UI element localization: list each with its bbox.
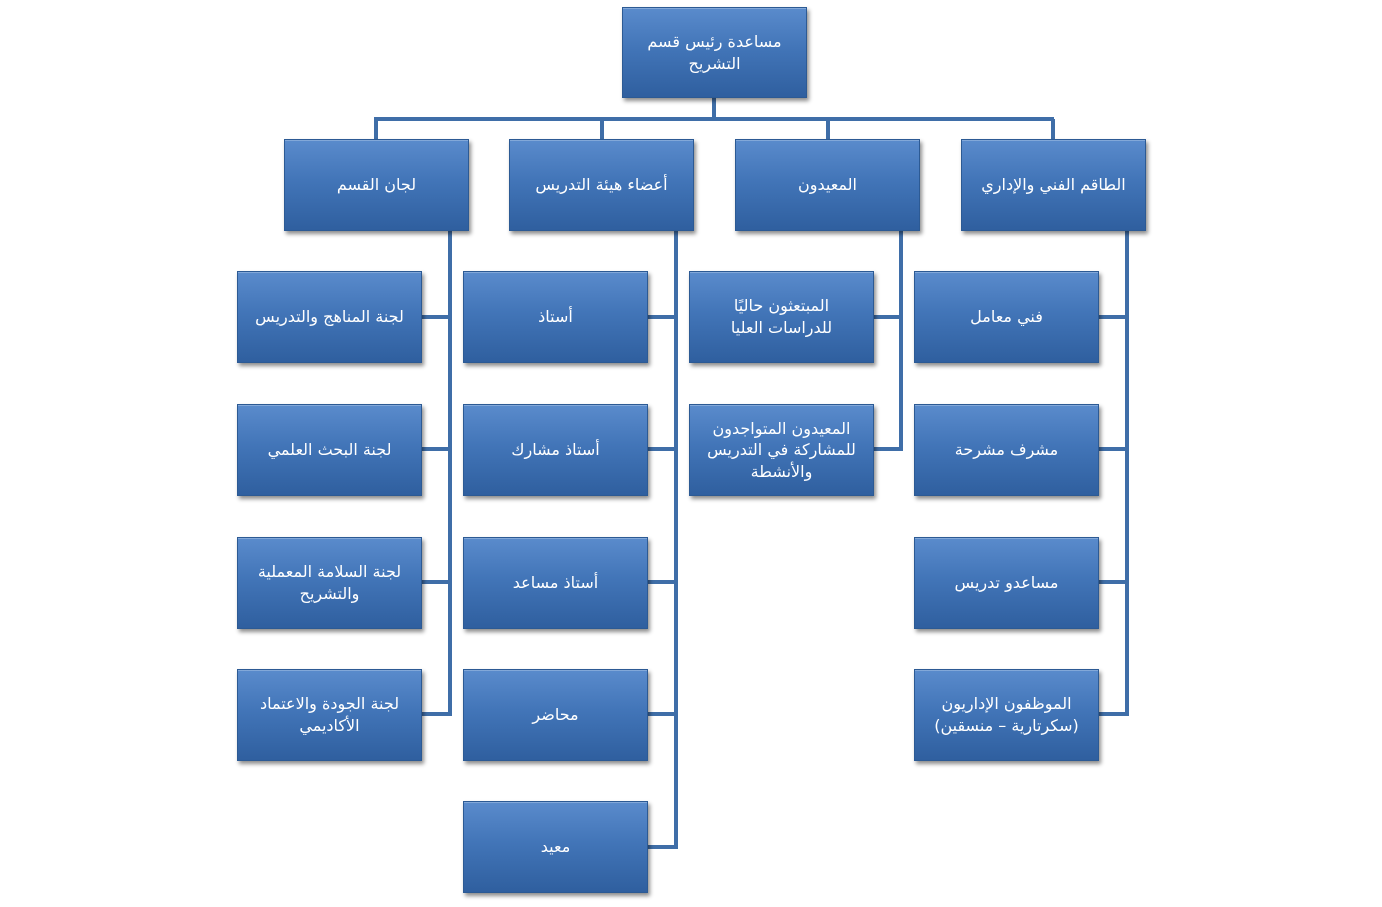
demonstrator-item: المبتعثون حاليًا للدراسات العليا [689, 271, 874, 363]
staff-item: مساعدو تدريس [914, 537, 1099, 629]
faculty-item: محاضر [463, 669, 648, 761]
faculty-item: أستاذ مشارك [463, 404, 648, 496]
committee-item: لجنة الجودة والاعتماد الأكاديمي [237, 669, 422, 761]
staff-item: الموظفون الإداريون (سكرتارية – منسقين) [914, 669, 1099, 761]
department-committees: لجان القسم [284, 139, 469, 231]
department-demonstrators: المعيدون [735, 139, 920, 231]
faculty-item: أستاذ [463, 271, 648, 363]
staff-item: مشرف مشرحة [914, 404, 1099, 496]
department-staff: الطاقم الفني والإداري [961, 139, 1146, 231]
root-node: مساعدة رئيس قسم التشريح [622, 7, 807, 98]
committee-item: لجنة المناهج والتدريس [237, 271, 422, 363]
staff-item: فني معامل [914, 271, 1099, 363]
committee-item: لجنة البحث العلمي [237, 404, 422, 496]
faculty-item: معيد [463, 801, 648, 893]
faculty-item: أستاذ مساعد [463, 537, 648, 629]
demonstrator-item: المعيدون المتواجدون للمشاركة في التدريس … [689, 404, 874, 496]
committee-item: لجنة السلامة المعملية والتشريح [237, 537, 422, 629]
department-faculty: أعضاء هيئة التدريس [509, 139, 694, 231]
